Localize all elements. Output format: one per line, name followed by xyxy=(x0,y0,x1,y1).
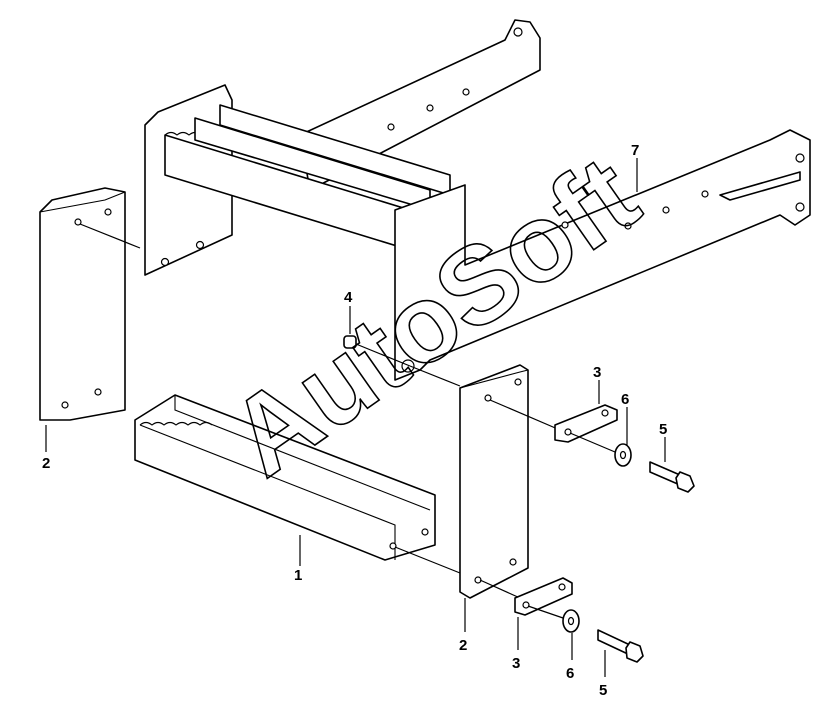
callout-2-right: 2 xyxy=(459,637,467,654)
callout-3-upper: 3 xyxy=(593,364,601,381)
lower-step xyxy=(134,394,466,576)
spacer-plate-left xyxy=(39,187,141,421)
callout-6-lower: 6 xyxy=(566,665,574,682)
callout-5-lower: 5 xyxy=(599,682,607,699)
callout-1: 1 xyxy=(294,567,302,584)
spacer-plate-right xyxy=(459,364,529,599)
callout-5-upper: 5 xyxy=(659,421,667,438)
callout-3-lower: 3 xyxy=(512,655,520,672)
leader-lines xyxy=(45,158,666,677)
callout-2-left: 2 xyxy=(42,455,50,472)
callouts: 7 4 2 1 2 3 3 6 6 5 5 xyxy=(42,142,667,699)
upper-step-frame xyxy=(144,19,811,381)
callout-7: 7 xyxy=(631,142,639,159)
callout-6-upper: 6 xyxy=(621,391,629,408)
callout-4: 4 xyxy=(344,289,353,306)
fasteners xyxy=(343,335,695,663)
